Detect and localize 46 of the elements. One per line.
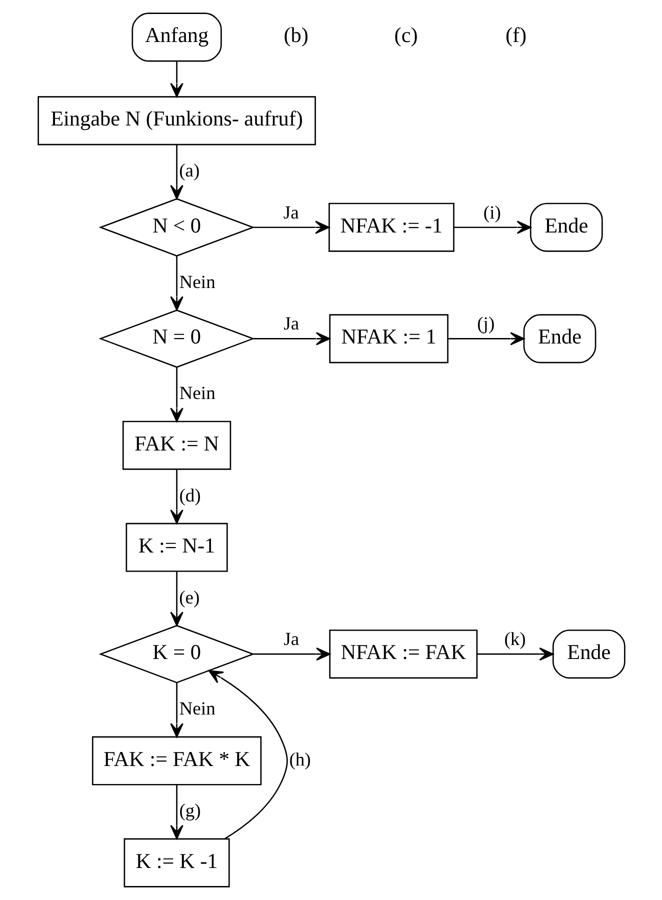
edge-label: Nein xyxy=(178,698,215,720)
arrow xyxy=(170,367,183,422)
edge-label: (e) xyxy=(178,587,200,608)
arrow xyxy=(454,220,531,234)
node-box: NFAK := FAK xyxy=(328,630,478,679)
node-box: Ende xyxy=(529,202,602,252)
edge-label: (h) xyxy=(288,750,310,771)
node-box: K := N-1 xyxy=(125,522,228,572)
node-diamond: N < 0 xyxy=(98,198,254,257)
edge-label: (k) xyxy=(504,629,526,650)
arrow xyxy=(170,144,183,200)
edge-label: Ja xyxy=(283,629,299,650)
edge-label: Ja xyxy=(283,314,299,335)
node-box: Ende xyxy=(522,314,596,364)
edge-label: (g) xyxy=(178,800,200,822)
node-box: NFAK := 1 xyxy=(328,314,448,364)
edge-label: Nein xyxy=(178,272,215,293)
node-box: Anfang xyxy=(131,12,222,62)
label: (c) xyxy=(394,23,418,48)
node-box: Eingabe N (Funkions- aufruf) xyxy=(37,96,316,146)
arrow xyxy=(208,670,288,840)
label: (b) xyxy=(283,23,308,48)
arrow xyxy=(476,647,554,661)
node-box: FAK := N xyxy=(122,420,231,470)
arrow xyxy=(252,220,330,234)
arrow xyxy=(448,332,524,346)
node-box: K := K -1 xyxy=(123,838,230,888)
edge-label: Nein xyxy=(178,383,215,404)
edge-label: (d) xyxy=(178,485,200,506)
arrow xyxy=(253,647,330,661)
arrow xyxy=(170,61,183,98)
edge-label: (j) xyxy=(476,314,494,335)
arrow xyxy=(252,332,330,346)
node-box: Ende xyxy=(552,630,625,679)
arrow xyxy=(170,256,183,311)
label: (f) xyxy=(504,23,526,48)
arrow xyxy=(170,469,183,524)
arrow xyxy=(170,682,183,738)
edge-label: (a) xyxy=(178,160,200,182)
edge-label: (i) xyxy=(482,202,500,224)
node-box: NFAK := -1 xyxy=(328,202,454,252)
arrow xyxy=(170,571,183,626)
arrow xyxy=(170,784,183,840)
edge-label: Ja xyxy=(282,202,298,224)
node-diamond: N = 0 xyxy=(98,309,254,368)
node-box: FAK := FAK * K xyxy=(91,736,262,786)
